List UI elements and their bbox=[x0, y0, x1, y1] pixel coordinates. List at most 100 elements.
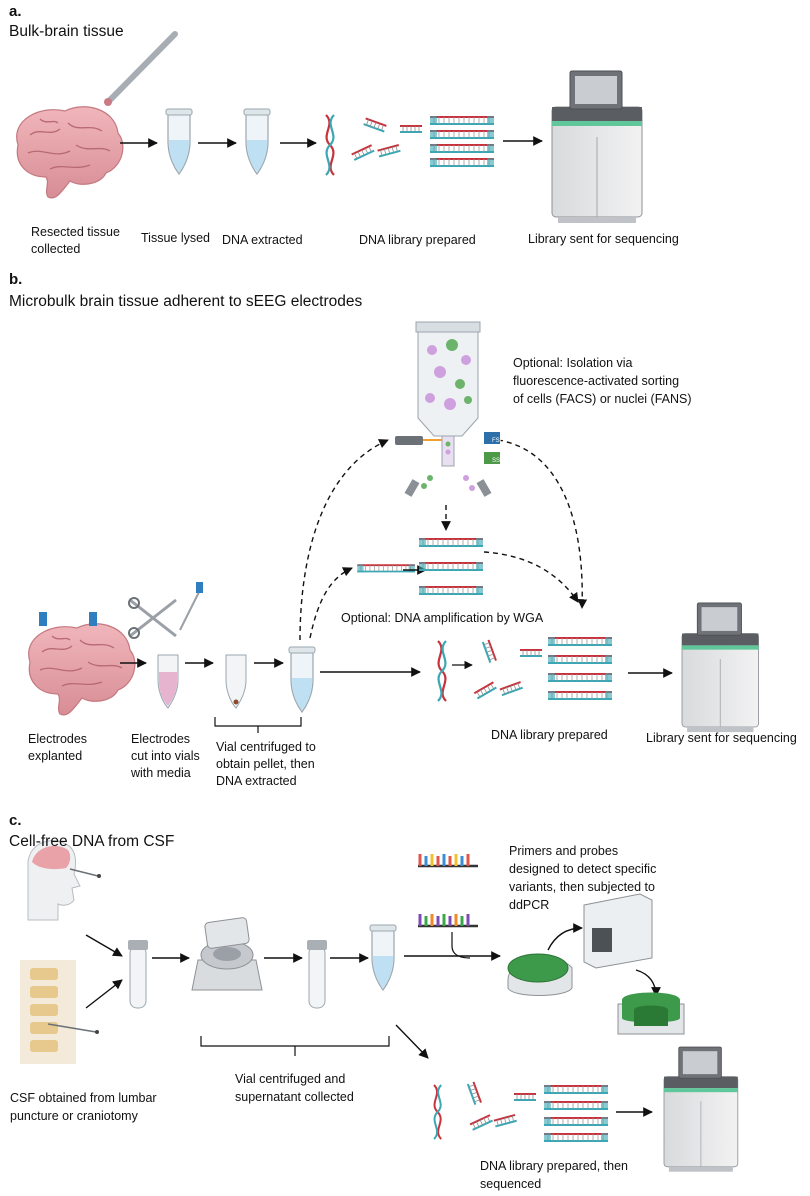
library-icon bbox=[418, 537, 484, 548]
collection-tube-icon bbox=[369, 924, 397, 991]
bracket bbox=[214, 717, 302, 733]
arrow bbox=[547, 923, 583, 951]
tissue-lysed-label: Tissue lysed bbox=[141, 231, 211, 245]
panel-a-letter: a. bbox=[9, 3, 22, 20]
facs-note-line3: of cells (FACS) or nuclei (FANS) bbox=[513, 392, 692, 406]
panel-a bbox=[16, 31, 643, 224]
brain-icon bbox=[28, 623, 136, 716]
centrifuged-label-line3: DNA extracted bbox=[216, 774, 297, 788]
panel-c-title: Cell-free DNA from CSF bbox=[9, 833, 175, 850]
ddpcr-note-line1: Primers and probes bbox=[509, 844, 619, 858]
centrifuged-label-line2: obtain pellet, then bbox=[216, 757, 315, 771]
facs-note-line2: fluorescence-activated sorting bbox=[513, 374, 680, 388]
ddpcr-note-line3: variants, then subjected to bbox=[509, 880, 655, 894]
library-sent-label: Library sent for sequencing bbox=[528, 232, 679, 246]
connector bbox=[451, 932, 471, 959]
centrifuge-icon bbox=[191, 917, 263, 991]
library-icon bbox=[547, 690, 613, 701]
library-icon bbox=[418, 585, 484, 596]
primer-probe-icon bbox=[418, 854, 478, 928]
dna-library-label: DNA library prepared bbox=[359, 233, 476, 247]
panel-c-letter: c. bbox=[9, 812, 22, 829]
arrow bbox=[85, 979, 123, 1009]
sequencer-icon bbox=[663, 1046, 739, 1173]
explanted-label-line1: Electrodes bbox=[28, 732, 88, 746]
pcr-thermocycler-icon bbox=[617, 992, 685, 1035]
library-icon bbox=[543, 1132, 609, 1143]
scissors-icon bbox=[128, 582, 203, 639]
cut-label-line2: cut into vials bbox=[131, 749, 200, 763]
library-sequenced-label-line1: DNA library prepared, then bbox=[480, 1159, 628, 1173]
dna-fragment-icon bbox=[473, 681, 498, 700]
explanted-label-line2: explanted bbox=[28, 749, 83, 763]
dna-fragment-icon bbox=[481, 638, 497, 664]
extraction-tube-icon bbox=[243, 108, 271, 175]
fsc-label: FSC bbox=[492, 438, 505, 444]
dashed-arrow bbox=[483, 551, 579, 603]
dna-fragment-icon bbox=[466, 1080, 482, 1106]
panel-b-title: Microbulk brain tissue adherent to sEEG … bbox=[9, 293, 363, 310]
library-icon bbox=[547, 636, 613, 647]
resected-label-line1: Resected tissue bbox=[31, 225, 120, 239]
centrifuged-label-line1: Vial centrifuged and bbox=[235, 1072, 346, 1086]
dna-fragment-icon bbox=[469, 1114, 494, 1131]
arrow bbox=[395, 1024, 429, 1059]
centrifuged-label-line2: supernatant collected bbox=[235, 1090, 354, 1104]
library-icon bbox=[429, 129, 495, 140]
arrow bbox=[635, 969, 661, 997]
dna-fragment-icon bbox=[376, 143, 402, 158]
dna-fragment-icon bbox=[362, 117, 388, 133]
spatula-icon bbox=[104, 31, 178, 106]
facs-note-line1: Optional: Isolation via bbox=[513, 356, 633, 370]
droplet-reader-icon bbox=[583, 893, 653, 969]
ddpcr-note-line4: ddPCR bbox=[509, 898, 550, 912]
library-icon bbox=[356, 563, 416, 574]
dna-fragment-icon bbox=[498, 681, 524, 697]
extraction-tube-icon bbox=[288, 646, 316, 713]
ddpcr-note-line2: designed to detect specific bbox=[509, 862, 657, 876]
spine-icon bbox=[20, 960, 99, 1064]
head-profile-icon bbox=[27, 840, 101, 921]
library-sent-label: Library sent for sequencing bbox=[646, 731, 797, 745]
library-icon bbox=[429, 115, 495, 126]
dashed-arrow bbox=[309, 567, 353, 639]
library-icon bbox=[429, 157, 495, 168]
electrode-icon bbox=[89, 612, 97, 626]
dna-helix-icon bbox=[436, 639, 448, 703]
pellet-tube-icon bbox=[225, 654, 247, 709]
facs-sorter-icon bbox=[395, 321, 500, 497]
dashed-arrow bbox=[299, 439, 389, 641]
csf-tube-icon bbox=[128, 940, 148, 1009]
library-icon bbox=[543, 1116, 609, 1127]
dna-fragment-icon bbox=[492, 1113, 518, 1128]
lysis-tube-icon bbox=[165, 108, 193, 175]
dna-fragment-icon bbox=[399, 125, 423, 133]
wga-note: Optional: DNA amplification by WGA bbox=[341, 611, 544, 625]
csf-label-line2: puncture or craniotomy bbox=[10, 1109, 138, 1123]
resected-label-line2: collected bbox=[31, 242, 81, 256]
ssc-label: SSC bbox=[492, 458, 505, 464]
library-icon bbox=[543, 1084, 609, 1095]
media-vial-icon bbox=[157, 654, 179, 709]
dna-helix-icon bbox=[324, 113, 336, 177]
sequencer-icon bbox=[681, 602, 759, 733]
centrifuged-label-line1: Vial centrifuged to bbox=[216, 740, 316, 754]
dna-fragment-icon bbox=[513, 1093, 537, 1101]
dna-fragment-icon bbox=[350, 144, 376, 161]
panel-b: FSC SSC bbox=[28, 321, 759, 733]
supernatant-tube-icon bbox=[307, 940, 327, 1009]
library-icon bbox=[429, 143, 495, 154]
library-icon bbox=[547, 654, 613, 665]
dna-helix-icon bbox=[433, 1084, 443, 1140]
library-icon bbox=[418, 561, 484, 572]
cut-label-line3: with media bbox=[131, 766, 191, 780]
panel-a-title: Bulk-brain tissue bbox=[9, 23, 124, 40]
library-icon bbox=[543, 1100, 609, 1111]
droplet-generator-icon bbox=[507, 953, 573, 996]
electrode-icon bbox=[39, 612, 47, 626]
dna-library-label: DNA library prepared bbox=[491, 728, 608, 742]
library-sequenced-label-line2: sequenced bbox=[480, 1177, 542, 1191]
panel-c bbox=[20, 840, 739, 1173]
csf-label-line1: CSF obtained from lumbar bbox=[10, 1091, 157, 1105]
